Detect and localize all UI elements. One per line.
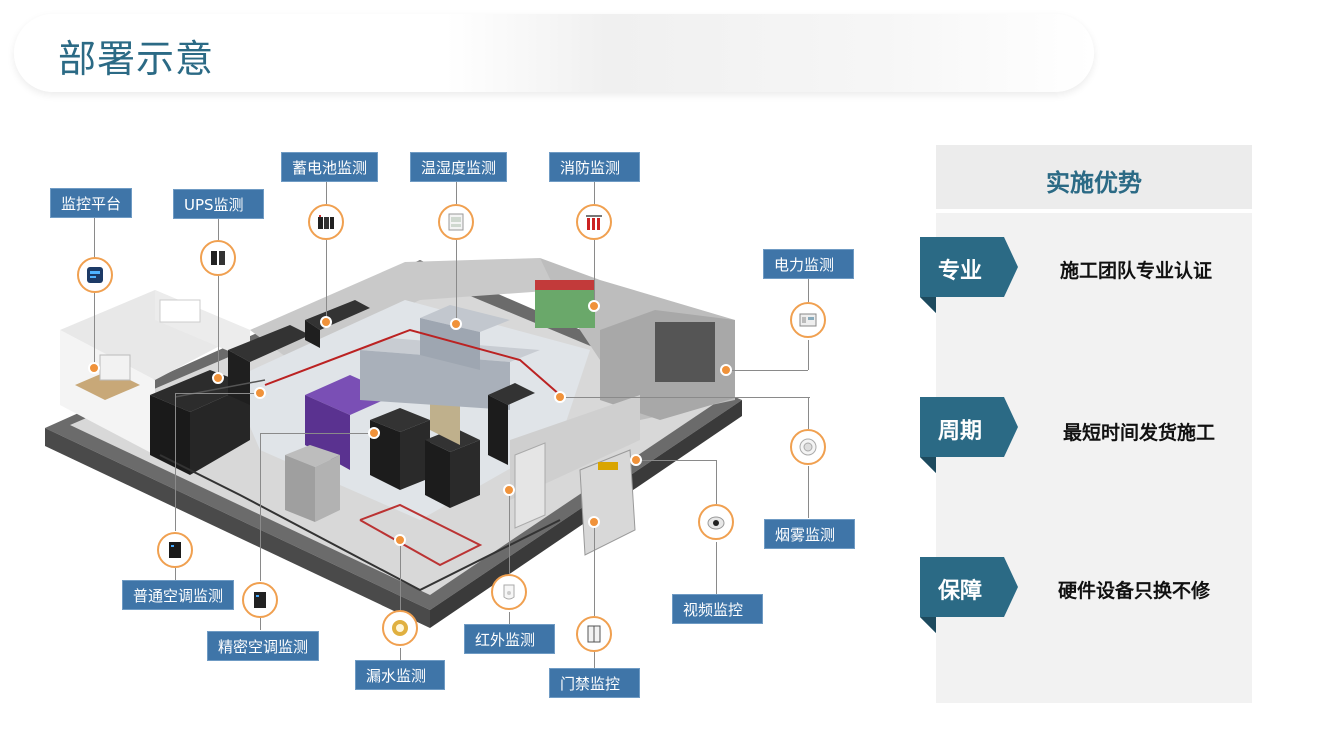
point-monitor bbox=[88, 362, 100, 374]
tag-professional: 专业 bbox=[920, 237, 1020, 313]
thermometer-hygrometer-icon bbox=[438, 204, 474, 240]
point-infrared bbox=[503, 484, 515, 496]
normal-ac-icon bbox=[157, 532, 193, 568]
label-leak[interactable]: 漏水监测 bbox=[355, 660, 445, 690]
fire-extinguisher-icon bbox=[576, 204, 612, 240]
advantage-text: 硬件设备只换不修 bbox=[1058, 580, 1211, 602]
label-temp-humidity[interactable]: 温湿度监测 bbox=[410, 152, 508, 182]
label-power[interactable]: 电力监测 bbox=[763, 249, 854, 279]
point-ups bbox=[212, 372, 224, 384]
advantage-panel-title: 实施优势 bbox=[1046, 169, 1142, 197]
label-smoke[interactable]: 烟雾监测 bbox=[764, 519, 855, 549]
tag-cycle: 周期 bbox=[920, 397, 1020, 473]
water-leak-sensor-icon bbox=[382, 610, 418, 646]
smoke-detector-icon bbox=[790, 429, 826, 465]
page-title: 部署示意 bbox=[58, 37, 215, 81]
tag-guarantee: 保障 bbox=[920, 557, 1020, 633]
advantage-panel-header: 实施优势 bbox=[936, 145, 1252, 213]
point-video bbox=[630, 454, 642, 466]
point-door bbox=[588, 516, 600, 528]
power-meter-icon bbox=[790, 302, 826, 338]
label-normal-ac[interactable]: 普通空调监测 bbox=[122, 580, 235, 610]
tag-label: 专业 bbox=[938, 259, 983, 284]
point-temp bbox=[450, 318, 462, 330]
title-bar bbox=[14, 14, 1094, 92]
advantage-text: 施工团队专业认证 bbox=[1060, 260, 1213, 282]
label-monitor-platform[interactable]: 监控平台 bbox=[50, 188, 133, 218]
camera-icon bbox=[698, 504, 734, 540]
ups-device-icon bbox=[200, 240, 236, 276]
infrared-sensor-icon bbox=[491, 574, 527, 610]
point-power bbox=[720, 364, 732, 376]
label-ups[interactable]: UPS监测 bbox=[173, 189, 264, 219]
point-smoke bbox=[554, 391, 566, 403]
access-door-icon bbox=[576, 616, 612, 652]
point-normal-ac bbox=[254, 387, 266, 399]
label-precision-ac[interactable]: 精密空调监测 bbox=[207, 631, 320, 661]
tag-label: 保障 bbox=[938, 579, 983, 604]
point-leak bbox=[394, 534, 406, 546]
label-battery[interactable]: 蓄电池监测 bbox=[281, 152, 379, 182]
point-fire bbox=[588, 300, 600, 312]
label-infrared[interactable]: 红外监测 bbox=[464, 624, 555, 654]
advantage-text: 最短时间发货施工 bbox=[1063, 422, 1216, 444]
battery-icon bbox=[308, 204, 344, 240]
precision-ac-icon bbox=[242, 582, 278, 618]
label-door[interactable]: 门禁监控 bbox=[549, 668, 640, 698]
tag-label: 周期 bbox=[938, 419, 983, 444]
label-video[interactable]: 视频监控 bbox=[672, 594, 763, 624]
point-precision-ac bbox=[368, 427, 380, 439]
monitor-screen-icon bbox=[77, 257, 113, 293]
label-fire[interactable]: 消防监测 bbox=[549, 152, 640, 182]
datacenter-illustration bbox=[45, 258, 742, 628]
point-battery bbox=[320, 316, 332, 328]
